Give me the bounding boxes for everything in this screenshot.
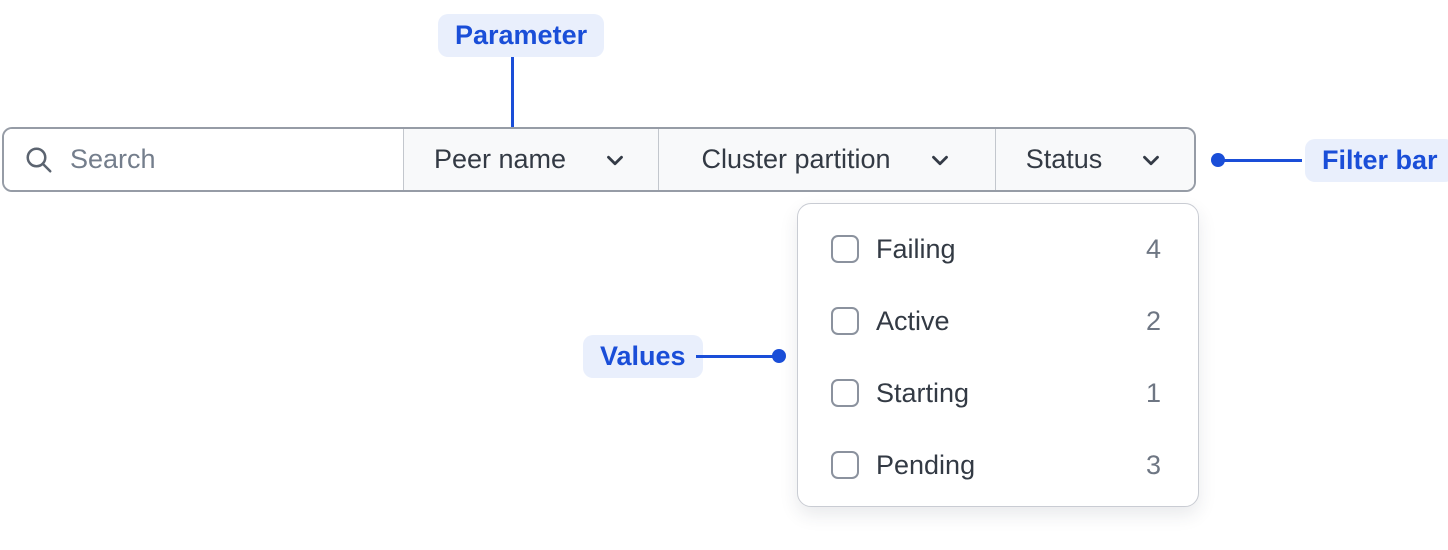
- menu-item-pending[interactable]: Pending 3: [798, 429, 1198, 501]
- menu-item-active[interactable]: Active 2: [798, 285, 1198, 357]
- menu-item-label: Pending: [876, 449, 976, 480]
- values-connector-dot: [772, 349, 786, 363]
- menu-item-label: Failing: [876, 233, 956, 264]
- checkbox-active[interactable]: [831, 307, 859, 335]
- chevron-down-icon: [1143, 155, 1160, 165]
- menu-item-label: Active: [876, 305, 950, 336]
- menu-item-starting[interactable]: Starting 1: [798, 357, 1198, 429]
- parameter-annotation-badge: Parameter: [438, 14, 605, 57]
- menu-item-count: 1: [1145, 377, 1161, 408]
- checkbox-starting[interactable]: [831, 379, 859, 407]
- checkbox-failing[interactable]: [831, 235, 859, 263]
- checkbox-pending[interactable]: [831, 451, 859, 479]
- values-annotation-badge: Values: [583, 335, 703, 378]
- menu-item-count: 3: [1145, 449, 1161, 480]
- dropdown-label: Peer name: [433, 144, 567, 174]
- segment-divider: [403, 129, 404, 190]
- menu-item-failing[interactable]: Failing 4: [798, 213, 1198, 285]
- filter-bar-annotation-badge: Filter bar: [1305, 139, 1448, 182]
- search-segment[interactable]: [4, 129, 403, 190]
- dropdown-status[interactable]: Status: [996, 129, 1194, 190]
- menu-item-label: Starting: [876, 377, 970, 408]
- search-input[interactable]: [70, 144, 400, 175]
- dropdown-label: Cluster partition: [701, 144, 891, 174]
- menu-item-count: 4: [1145, 233, 1161, 264]
- dropdown-cluster-partition[interactable]: Cluster partition: [659, 129, 995, 190]
- segment-divider: [658, 129, 659, 190]
- segment-divider: [995, 129, 996, 190]
- filter-bar: Peer name Cluster partition Status: [2, 127, 1196, 192]
- search-icon: [26, 147, 52, 172]
- status-filter-menu: Failing 4 Active 2 Starting 1 Pending 3: [797, 203, 1199, 507]
- filter-bar-connector-line: [1220, 158, 1302, 162]
- filter-bar-connector-dot: [1211, 153, 1225, 167]
- parameter-connector-line: [511, 57, 514, 141]
- dropdown-peer-name[interactable]: Peer name: [404, 129, 658, 190]
- dropdown-label: Status: [1025, 144, 1103, 174]
- values-connector-line: [696, 354, 773, 358]
- chevron-down-icon: [607, 155, 623, 165]
- menu-item-count: 2: [1145, 305, 1161, 336]
- chevron-down-icon: [931, 155, 948, 165]
